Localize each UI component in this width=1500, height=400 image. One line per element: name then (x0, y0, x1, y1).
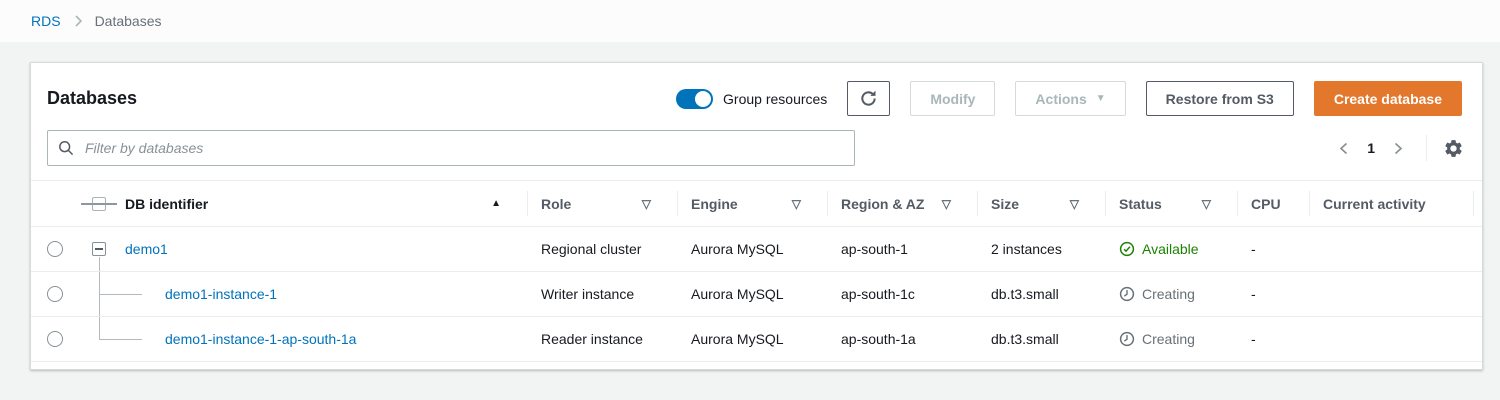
next-page-button[interactable] (1388, 137, 1408, 160)
tree-branch (99, 339, 142, 340)
column-header-current-activity: Current activity (1309, 181, 1482, 226)
vertical-divider (1426, 135, 1427, 161)
role-cell: Writer instance (541, 286, 635, 302)
engine-cell: Aurora MySQL (691, 286, 784, 302)
caret-down-icon: ▼ (1095, 92, 1106, 104)
cpu-cell: - (1251, 286, 1256, 302)
databases-table: DB identifier ▲ Role ▽ Engine ▽ Region &… (31, 180, 1482, 369)
restore-from-s3-button[interactable]: Restore from S3 (1145, 81, 1294, 116)
column-header-engine[interactable]: Engine ▽ (677, 181, 827, 226)
db-identifier-link[interactable]: demo1 (125, 241, 168, 257)
table-header-row: DB identifier ▲ Role ▽ Engine ▽ Region &… (31, 180, 1482, 227)
tree-line (99, 257, 100, 271)
refresh-button[interactable] (847, 81, 891, 116)
status-badge: Creating (1119, 286, 1195, 302)
breadcrumb-link-rds[interactable]: RDS (31, 13, 61, 29)
table-row-demo1-instance-1-ap-south-1a: demo1-instance-1-ap-south-1a Reader inst… (31, 317, 1482, 362)
column-header-status[interactable]: Status ▽ (1105, 181, 1237, 226)
engine-cell: Aurora MySQL (691, 241, 784, 257)
search-icon (58, 140, 74, 156)
region-az-cell: ap-south-1a (841, 331, 916, 347)
cpu-cell: - (1251, 331, 1256, 347)
size-cell: 2 instances (991, 241, 1062, 257)
size-cell: db.t3.small (991, 286, 1059, 302)
db-identifier-link[interactable]: demo1-instance-1 (165, 286, 278, 302)
status-badge: Creating (1119, 331, 1195, 347)
previous-page-button[interactable] (1334, 137, 1354, 160)
column-header-cpu: CPU (1237, 181, 1309, 226)
page-title: Databases (47, 88, 138, 108)
engine-cell: Aurora MySQL (691, 331, 784, 347)
filter-row: 1 (31, 116, 1482, 166)
pagination-controls: 1 (1334, 135, 1464, 161)
sort-descending-icon[interactable]: ▽ (641, 196, 651, 211)
group-resources-label: Group resources (723, 90, 828, 107)
sort-descending-icon[interactable]: ▽ (791, 196, 801, 211)
create-database-button[interactable]: Create database (1313, 81, 1462, 116)
current-activity-cell (1309, 317, 1482, 361)
row-select-radio[interactable] (47, 331, 63, 347)
row-select-radio[interactable] (47, 286, 63, 302)
size-cell: db.t3.small (991, 331, 1059, 347)
clock-icon (1119, 331, 1135, 347)
role-cell: Reader instance (541, 331, 643, 347)
settings-gear-icon[interactable] (1443, 138, 1464, 159)
actions-button-label: Actions (1035, 90, 1087, 107)
db-identifier-link[interactable]: demo1-instance-1-ap-south-1a (165, 331, 357, 347)
chevron-right-icon (73, 14, 83, 28)
table-row-demo1: demo1 Regional cluster Aurora MySQL ap-s… (31, 227, 1482, 272)
current-activity-cell (1309, 227, 1482, 271)
column-header-size[interactable]: Size ▽ (977, 181, 1105, 226)
region-az-cell: ap-south-1 (841, 241, 908, 257)
group-resources-toggle[interactable] (676, 88, 714, 109)
tree-line (99, 317, 100, 339)
column-header-db-identifier[interactable]: DB identifier ▲ (125, 195, 501, 212)
row-select-radio[interactable] (47, 241, 63, 257)
sort-descending-icon[interactable]: ▽ (1069, 196, 1079, 211)
breadcrumb-current: Databases (94, 13, 162, 29)
collapse-row-icon[interactable] (92, 242, 106, 256)
clock-icon (1119, 286, 1135, 302)
current-page-number[interactable]: 1 (1367, 140, 1375, 156)
tree-branch (99, 294, 142, 295)
refresh-icon (859, 89, 878, 108)
breadcrumb: RDS Databases (0, 0, 1500, 42)
actions-button[interactable]: Actions ▼ (1015, 81, 1126, 116)
group-resources-control: Group resources (676, 88, 828, 109)
table-row-demo1-instance-1: demo1-instance-1 Writer instance Aurora … (31, 272, 1482, 317)
status-badge: Available (1119, 241, 1199, 257)
toggle-knob (695, 90, 712, 107)
filter-databases-input[interactable] (83, 139, 844, 157)
sort-descending-icon[interactable]: ▽ (941, 196, 951, 211)
sort-descending-icon[interactable]: ▽ (1201, 196, 1211, 211)
role-cell: Regional cluster (541, 241, 642, 257)
check-circle-icon (1119, 241, 1135, 257)
current-activity-cell (1309, 272, 1482, 316)
sort-ascending-icon[interactable]: ▲ (491, 198, 501, 209)
region-az-cell: ap-south-1c (841, 286, 915, 302)
column-header-role[interactable]: Role ▽ (527, 181, 677, 226)
modify-button[interactable]: Modify (910, 81, 996, 116)
collapse-all-icon[interactable] (92, 196, 106, 211)
panel-header: Databases Group resources Modify Actions… (31, 63, 1482, 116)
databases-panel: Databases Group resources Modify Actions… (30, 62, 1483, 370)
column-header-region-az[interactable]: Region & AZ ▽ (827, 181, 977, 226)
search-box (47, 130, 855, 166)
header-collapse-cell (79, 181, 119, 226)
header-select-cell (31, 181, 79, 226)
header-actions: Group resources Modify Actions ▼ Restore… (676, 81, 1462, 116)
cpu-cell: - (1251, 241, 1256, 257)
